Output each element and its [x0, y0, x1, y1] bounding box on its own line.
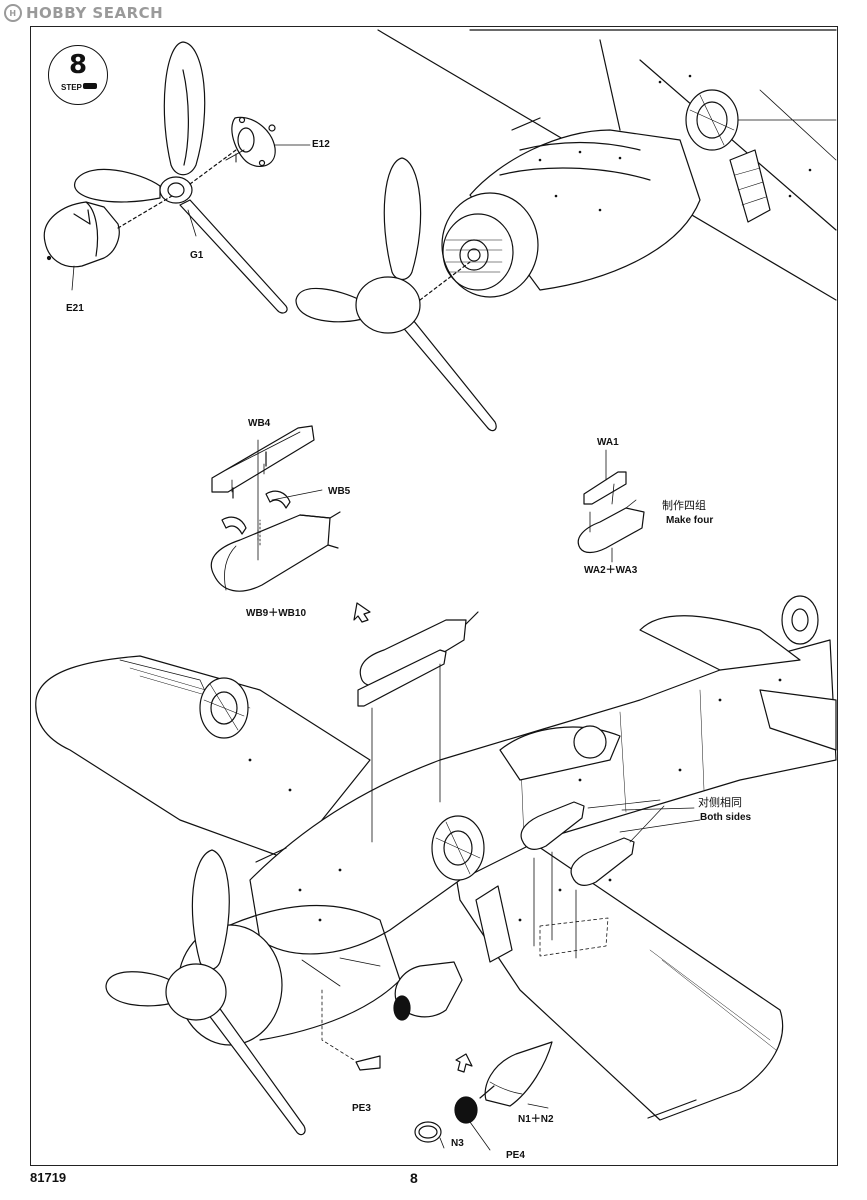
- part-label-wa2-wa3: WA2＋WA3: [584, 565, 638, 576]
- part-label-wb5: WB5: [328, 486, 351, 497]
- kit-number: 81719: [30, 1170, 67, 1185]
- step-word: STEP: [61, 83, 82, 92]
- part-label-g1: G1: [190, 250, 204, 261]
- tank-icon: [83, 83, 97, 89]
- part-label-e21: E21: [66, 303, 84, 314]
- instruction-both-sides-en: Both sides: [700, 812, 752, 823]
- lower-aircraft-drawing: [35, 595, 837, 1151]
- part-label-n3: N3: [451, 1138, 464, 1149]
- step-badge: 8 STEP: [48, 45, 108, 105]
- watermark-logo-icon: H: [4, 4, 22, 22]
- part-label-wa1: WA1: [597, 437, 619, 448]
- part-label-wb4: WB4: [248, 418, 271, 429]
- hobby-search-watermark: H HOBBY SEARCH: [4, 4, 163, 22]
- part-label-e12: E12: [312, 139, 330, 150]
- instruction-make-four-cn: 制作四组: [662, 499, 706, 512]
- exploded-propeller-drawing: [43, 41, 311, 314]
- wb-rack-and-bomb-drawing: [210, 425, 341, 592]
- wa-rocket-drawing: [577, 449, 645, 563]
- page-number: 8: [410, 1170, 418, 1186]
- instruction-make-four-en: Make four: [666, 515, 714, 526]
- part-label-pe3: PE3: [352, 1103, 371, 1114]
- watermark-text: HOBBY SEARCH: [26, 4, 164, 22]
- page-frame: [30, 26, 838, 1166]
- instruction-both-sides-cn: 对侧相同: [698, 796, 742, 809]
- part-label-n1-n2: N1＋N2: [518, 1114, 554, 1125]
- part-label-pe4: PE4: [506, 1150, 525, 1161]
- top-aircraft-nose-drawing: [295, 29, 837, 432]
- part-label-wb9-wb10: WB9＋WB10: [246, 608, 307, 619]
- step-number: 8: [68, 50, 88, 80]
